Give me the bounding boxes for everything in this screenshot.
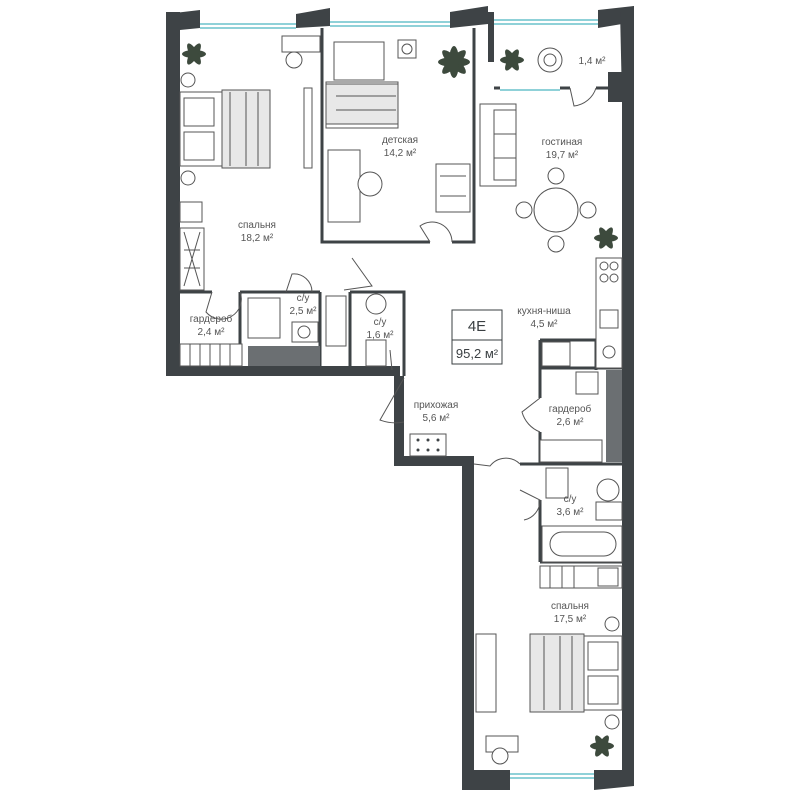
room-area-balcony: 1,4 м²: [579, 56, 607, 67]
room-name-kitchen: кухня-ниша: [517, 306, 571, 317]
chair-icon: [537, 47, 563, 73]
room-area-bedroom-1: 18,2 м²: [241, 233, 274, 244]
wardrobe-rack-2: [539, 565, 623, 589]
room-name-bathroom-3: с/у: [564, 494, 577, 505]
plants: [182, 43, 618, 757]
room-name-hallway: прихожая: [414, 400, 459, 411]
unit-badge: 4E 95,2 м²: [451, 309, 503, 365]
bed-icon: [179, 89, 271, 169]
kids-bed-icon: [325, 41, 399, 129]
room-name-kids: детская: [382, 135, 418, 146]
room-area-bedroom-2: 17,5 м²: [554, 614, 587, 625]
kitchen-icon: [595, 257, 623, 369]
wardrobe-rack-1: [179, 343, 243, 367]
room-name-bathroom-2: с/у: [374, 317, 387, 328]
windows: [200, 19, 598, 779]
plant-icon: [182, 43, 206, 65]
room-name-bedroom-2: спальня: [551, 601, 589, 612]
dining-table-icon: [515, 167, 597, 253]
room-name-wardrobe-2: гардероб: [549, 403, 592, 415]
lamp-icon: [180, 72, 196, 186]
sofa-icon: [479, 103, 517, 187]
room-area-bathroom-1: 2,5 м²: [290, 306, 318, 317]
room-name-bathroom-1: с/у: [297, 293, 310, 304]
room-area-bathroom-3: 3,6 м²: [557, 507, 585, 518]
tv-stand-icon: [303, 87, 313, 169]
plant-icon: [594, 227, 618, 249]
room-area-wardrobe-2: 2,6 м²: [557, 417, 585, 428]
room-name-bedroom-1: спальня: [238, 220, 276, 231]
unit-type: 4E: [468, 318, 486, 335]
plant-icon: [590, 735, 614, 757]
room-labels: спальня 18,2 м² детская 14,2 м² 1,4 м² г…: [190, 56, 606, 625]
bunk-icon: [435, 163, 471, 213]
wardrobe-rail: [183, 231, 201, 287]
kids-desk-icon: [327, 149, 361, 223]
room-area-hallway: 5,6 м²: [423, 413, 451, 424]
furniture: [179, 35, 623, 765]
room-area-kitchen: 4,5 м²: [531, 319, 559, 330]
room-name-living: гостиная: [542, 137, 583, 148]
unit-area: 95,2 м²: [456, 346, 499, 361]
plant-icon: [500, 49, 524, 71]
bed-2-icon: [529, 633, 623, 713]
room-area-bathroom-2: 1,6 м²: [367, 330, 395, 341]
room-area-wardrobe-1: 2,4 м²: [198, 327, 226, 338]
plant-icon: [438, 46, 470, 78]
room-area-living: 19,7 м²: [546, 150, 579, 161]
shoe-rack-icon: [409, 433, 447, 457]
outer-walls: [166, 6, 634, 790]
room-name-wardrobe-1: гардероб: [190, 313, 233, 325]
room-area-kids: 14,2 м²: [384, 148, 417, 159]
doors: [205, 87, 597, 521]
bathtub-icon: [541, 525, 623, 563]
